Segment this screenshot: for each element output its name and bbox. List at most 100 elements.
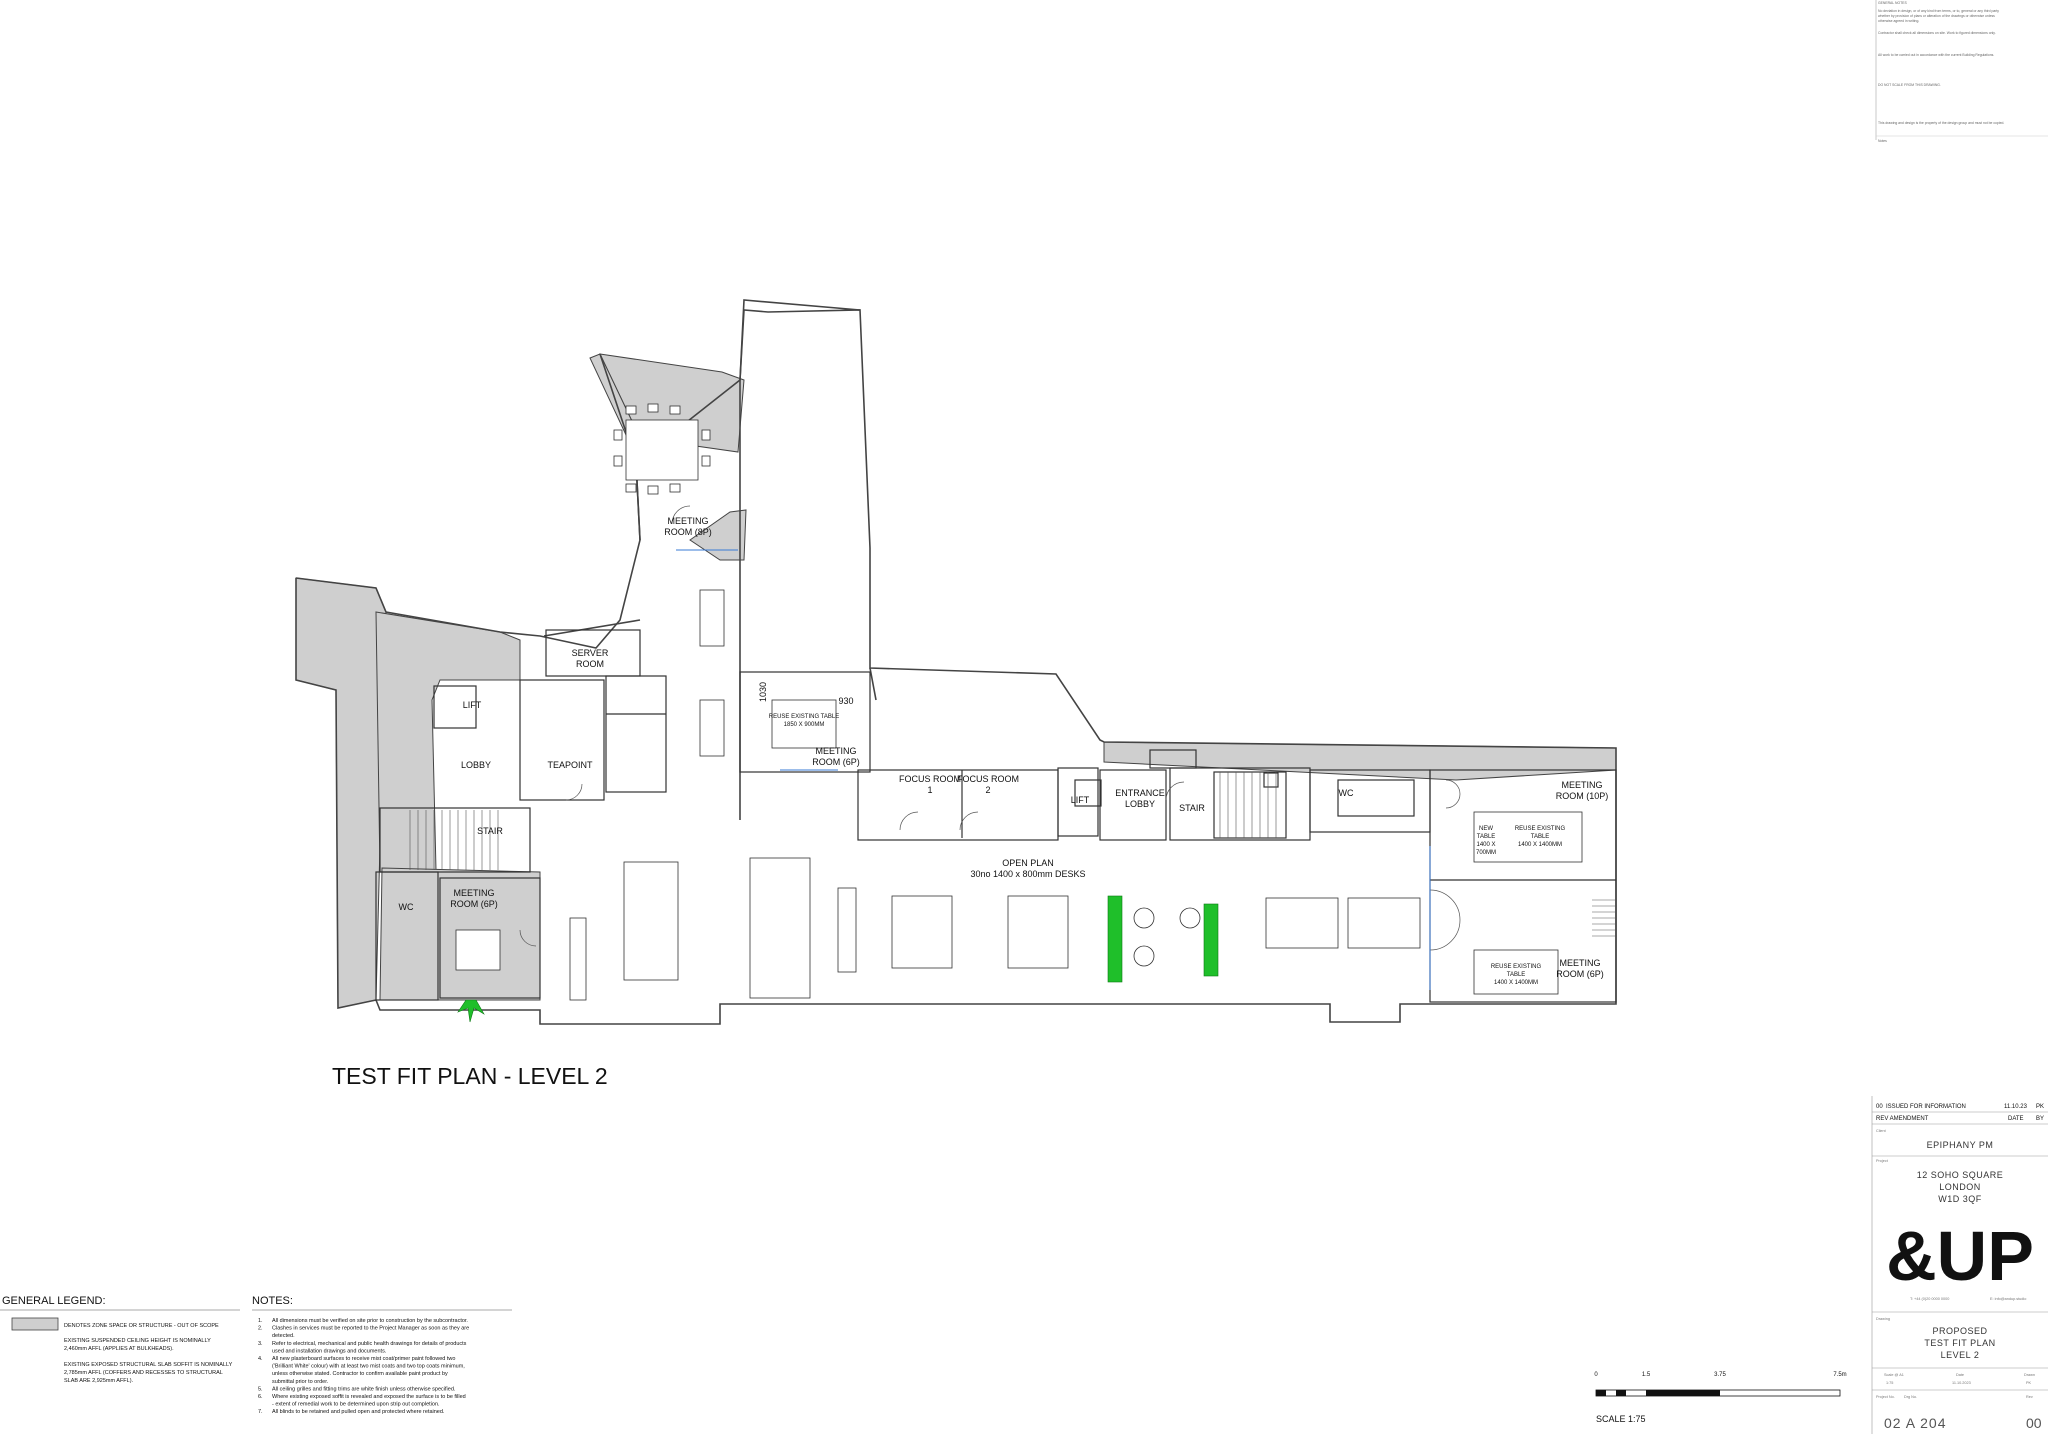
top-notes-footer: Notes	[1878, 139, 1887, 143]
label-meeting-6p-mid: MEETING	[815, 746, 856, 756]
label-meeting-6p-right: MEETING	[1559, 958, 1600, 968]
top-notes-line: Contractor shall check all dimensions on…	[1878, 31, 1996, 35]
label-reuse-table-mid: REUSE EXISTING TABLE	[769, 714, 839, 720]
notes-block: NOTES: 1.All dimensions must be verified…	[252, 1295, 512, 1415]
note-text: Refer to electrical, mechanical and publ…	[272, 1341, 467, 1347]
room-labels: MEETING ROOM (8P) SERVER ROOM LIFT LOBBY…	[399, 516, 1609, 986]
rev-by: PK	[2036, 1104, 2044, 1110]
out-of-scope-zones	[295, 353, 1617, 1009]
top-notes-panel: GENERAL NOTES No deviation in design, or…	[1875, 0, 2048, 143]
legend-line: EXISTING SUSPENDED CEILING HEIGHT IS NOM…	[64, 1338, 211, 1344]
label-focus-1: FOCUS ROOM	[899, 774, 961, 784]
label-stair-left: STAIR	[477, 826, 503, 836]
drawing-revision: 00	[2026, 1415, 2042, 1431]
project-caption: Project	[1876, 1159, 1889, 1163]
planters	[457, 895, 1219, 1023]
top-notes-heading: GENERAL NOTES	[1878, 1, 1907, 5]
rev-caption: Rev	[2026, 1395, 2033, 1399]
note-text: unless otherwise stated. Contractor to c…	[272, 1371, 448, 1377]
dim-1030: 1030	[758, 682, 768, 702]
label-open-plan: OPEN PLAN	[1002, 858, 1054, 868]
scale-tick-0: 0	[1594, 1372, 1598, 1378]
label-new-table-d: 700MM	[1476, 850, 1496, 856]
label-meeting-6p-left: MEETING	[453, 888, 494, 898]
label-meeting-6p-right-b: ROOM (6P)	[1556, 969, 1604, 979]
rev-header: REV AMENDMENT	[1876, 1116, 1929, 1122]
label-reuse-table-10p: REUSE EXISTING	[1515, 826, 1566, 832]
label-entrance-b: LOBBY	[1125, 799, 1155, 809]
legend-heading: GENERAL LEGEND:	[2, 1295, 106, 1307]
scale-tick-3: 7.5m	[1833, 1372, 1846, 1378]
note-number: 4.	[258, 1356, 263, 1362]
stair-left-treads	[409, 810, 499, 870]
projno-caption: Project No.	[1876, 1395, 1895, 1399]
legend-line: 2,460mm AFFL (APPLIES AT BULKHEADS).	[64, 1346, 174, 1352]
label-reuse-table-6p: REUSE EXISTING	[1491, 964, 1542, 970]
note-text: Clashes in services must be reported to …	[272, 1326, 469, 1332]
label-open-plan-b: 30no 1400 x 800mm DESKS	[970, 869, 1085, 879]
note-number: 6.	[258, 1394, 263, 1400]
note-text: used and installation drawings and docum…	[272, 1348, 387, 1354]
title-block: 00 ISSUED FOR INFORMATION 11.10.23 PK RE…	[1871, 1096, 2048, 1434]
label-meeting-8p-b: ROOM (8P)	[664, 527, 712, 537]
drawing-title: TEST FIT PLAN - LEVEL 2	[332, 1063, 608, 1089]
client-name: EPIPHANY PM	[1927, 1140, 1994, 1150]
label-meeting-6p-mid-b: ROOM (6P)	[812, 757, 860, 767]
scale-caption: Scale @ A1	[1884, 1373, 1904, 1377]
label-lobby: LOBBY	[461, 760, 491, 770]
label-meeting-10p-b: ROOM (10P)	[1556, 791, 1609, 801]
label-reuse-table-10p-c: 1400 X 1400MM	[1518, 842, 1562, 848]
note-number: 5.	[258, 1386, 263, 1392]
scale-tick-1: 1.5	[1642, 1372, 1651, 1378]
rev-code: 00	[1876, 1104, 1883, 1110]
label-teapoint: TEAPOINT	[547, 760, 593, 770]
dim-930: 930	[838, 696, 853, 706]
drawing-caption: Drawing	[1876, 1317, 1890, 1321]
legend-line: EXISTING EXPOSED STRUCTURAL SLAB SOFFIT …	[64, 1362, 233, 1368]
note-text: detected.	[272, 1333, 295, 1339]
label-lift-left: LIFT	[463, 700, 482, 710]
label-stair-right: STAIR	[1179, 803, 1205, 813]
top-notes-line: otherwise agreed in writing.	[1878, 19, 1919, 23]
label-reuse-table-6p-b: TABLE	[1507, 972, 1526, 978]
studio-logo: &UP	[1886, 1217, 2034, 1295]
note-text: submittal prior to order.	[272, 1379, 329, 1385]
label-server-b: ROOM	[576, 659, 604, 669]
scale-label: SCALE 1:75	[1596, 1414, 1646, 1424]
note-text: All ceiling grilles and fitting trims ar…	[272, 1386, 456, 1392]
label-new-table-c: 1400 X	[1476, 842, 1495, 848]
label-server: SERVER	[572, 648, 609, 658]
drawing-line-1: PROPOSED	[1932, 1326, 1987, 1336]
stair-right-treads	[1219, 772, 1616, 937]
top-notes-line: DO NOT SCALE FROM THIS DRAWING.	[1878, 83, 1941, 87]
general-legend: GENERAL LEGEND: DENOTES ZONE SPACE OR ST…	[0, 1295, 240, 1384]
note-number: 2.	[258, 1326, 263, 1332]
furniture	[455, 403, 1583, 1001]
drawing-line-2: TEST FIT PLAN	[1924, 1338, 1995, 1348]
top-notes-line: This drawing and design is the property …	[1878, 121, 2004, 125]
by-header: BY	[2036, 1116, 2044, 1122]
top-notes-line: No deviation in design, or of any kind f…	[1878, 9, 1999, 13]
label-reuse-table-10p-b: TABLE	[1531, 834, 1550, 840]
client-caption: Client	[1876, 1129, 1887, 1133]
label-focus-1-b: 1	[927, 785, 932, 795]
date-caption: Date	[1956, 1373, 1964, 1377]
label-new-table-b: TABLE	[1477, 834, 1496, 840]
note-text: ('Brilliant White' colour) with at least…	[272, 1364, 465, 1370]
top-notes-line: All work to be carried out in accordance…	[1878, 53, 1994, 57]
drawing-number: 02 A 204	[1884, 1415, 1947, 1431]
label-meeting-8p: MEETING	[667, 516, 708, 526]
glazed-partitions	[676, 549, 1431, 990]
note-number: 7.	[258, 1409, 263, 1415]
label-entrance: ENTRANCE	[1115, 788, 1165, 798]
door-swings	[519, 505, 1461, 951]
date-header: DATE	[2008, 1116, 2024, 1122]
legend-swatch-text: DENOTES ZONE SPACE OR STRUCTURE - OUT OF…	[64, 1323, 219, 1329]
note-text: All dimensions must be verified on site …	[272, 1318, 468, 1324]
dwgno-caption: Drg No.	[1904, 1395, 1917, 1399]
rev-desc: ISSUED FOR INFORMATION	[1886, 1104, 1966, 1110]
note-text: All new plasterboard surfaces to receive…	[272, 1356, 455, 1362]
label-focus-2: FOCUS ROOM	[957, 774, 1019, 784]
legend-line: SLAB ARE 2,925mm AFFL).	[64, 1378, 134, 1384]
notes-heading: NOTES:	[252, 1295, 293, 1307]
